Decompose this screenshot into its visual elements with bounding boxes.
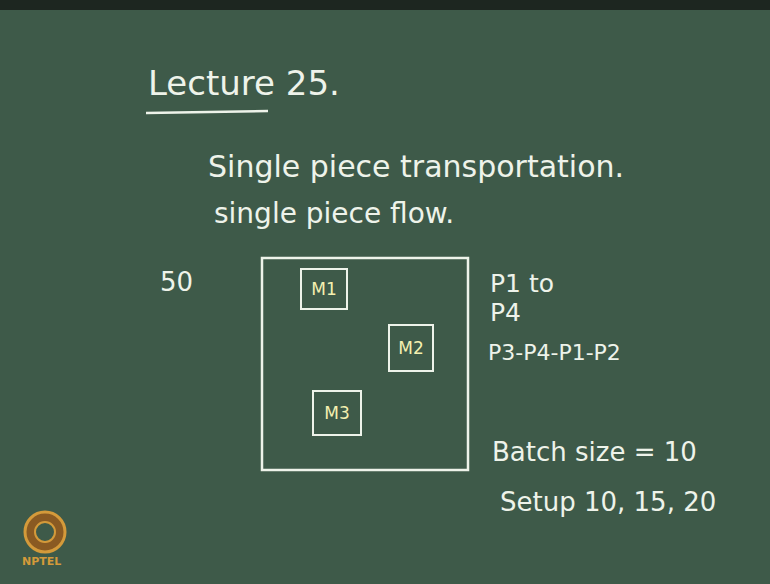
batch-note: Batch size = 10 [492, 438, 697, 468]
machine-label: M3 [324, 403, 349, 423]
machine-box: M1 [300, 268, 348, 310]
heading-line: single piece flow. [214, 198, 454, 230]
layout-rectangle [262, 258, 468, 470]
logo-text: NPTEL [22, 556, 61, 569]
machine-box: M3 [312, 390, 362, 436]
heading-line: Single piece transportation. [208, 150, 624, 185]
nptel-logo [25, 512, 65, 552]
title-underline [146, 111, 268, 113]
sequence-note: P3-P4-P1-P2 [488, 340, 621, 365]
product-range: P1 to P4 [490, 270, 570, 328]
setup-note: Setup 10, 15, 20 [500, 488, 716, 518]
board-edge [0, 0, 770, 10]
machine-box: M2 [388, 324, 434, 372]
machine-label: M2 [398, 338, 423, 358]
lecture-title: Lecture 25. [148, 64, 340, 103]
machine-label: M1 [311, 279, 336, 299]
quantity-note: 50 [160, 268, 193, 298]
